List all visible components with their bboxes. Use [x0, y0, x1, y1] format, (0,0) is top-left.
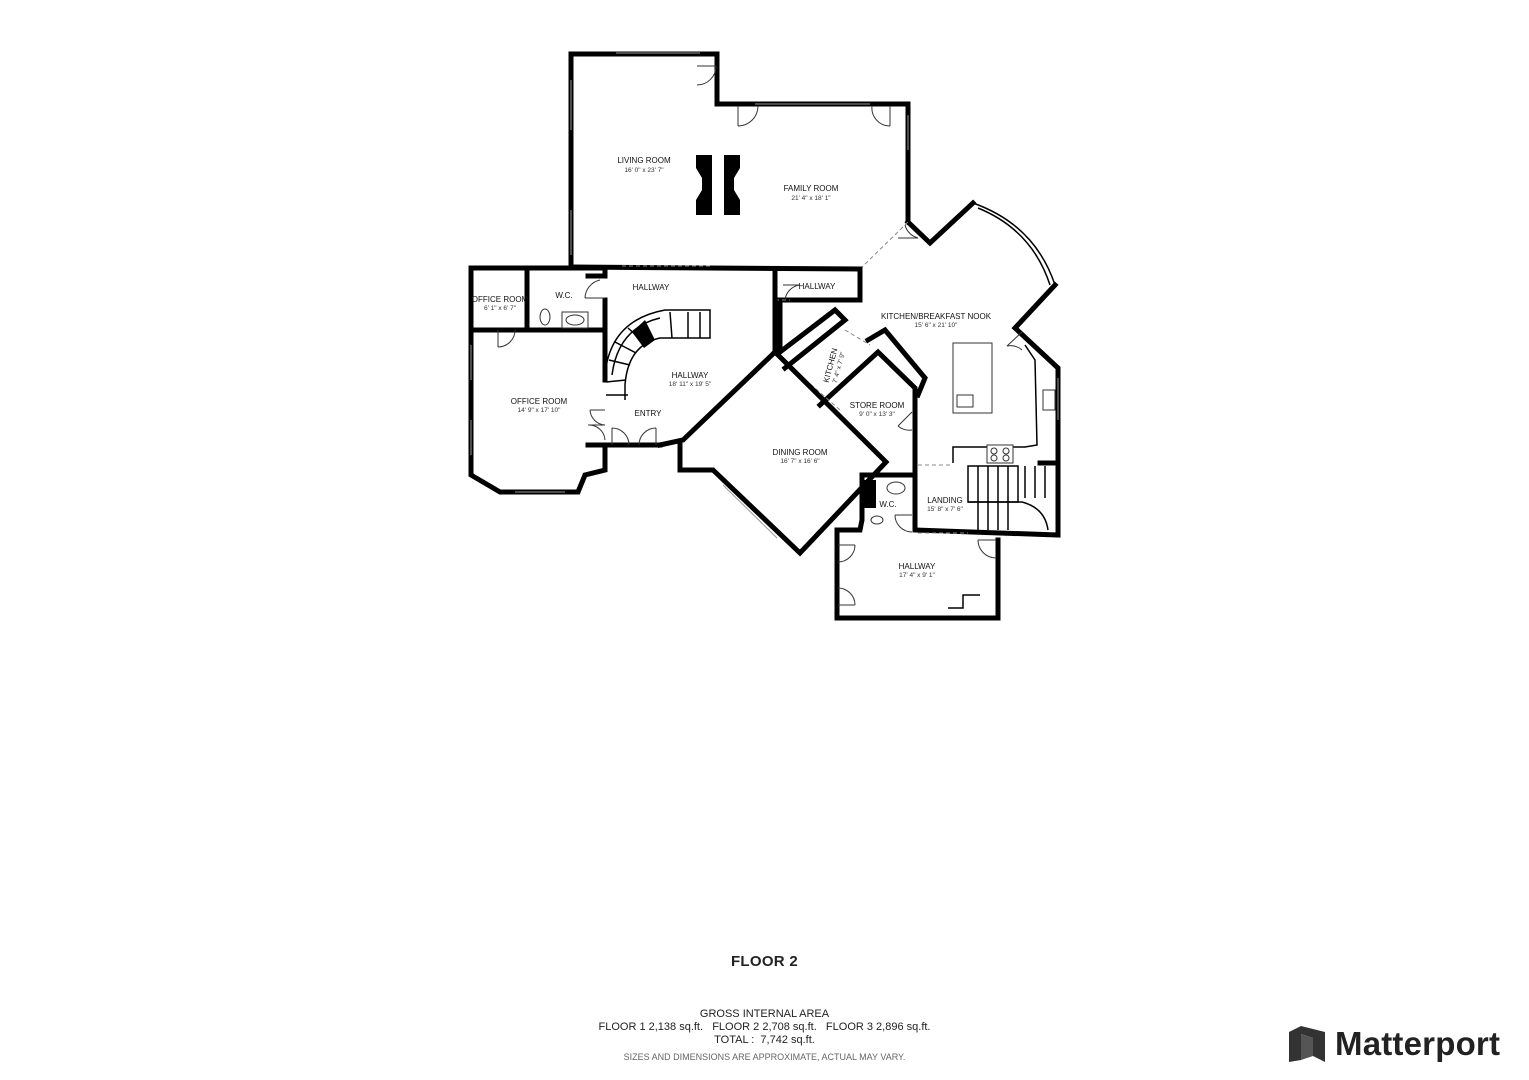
dining-room-walls: [677, 348, 890, 557]
room-label-kitchen-breakfast: KITCHEN/BREAKFAST NOOK: [881, 312, 992, 321]
room-dims-hallway-lower: 17' 4" x 9' 1": [899, 572, 935, 579]
room-dims-dining: 16' 7" x 16' 6": [780, 458, 820, 465]
room-label-office-large: OFFICE ROOM: [511, 397, 568, 406]
kitchen-label-group: KITCHEN 7' 4" x 7' 9": [822, 347, 847, 384]
room-label-family: FAMILY ROOM: [784, 184, 839, 193]
spiral-staircase-icon: [604, 309, 711, 400]
area-heading: GROSS INTERNAL AREA: [699, 1008, 830, 1020]
basin-icon: [539, 308, 551, 326]
fireplace-icon: [696, 155, 740, 215]
room-label-wc-upper: W.C.: [555, 291, 572, 300]
main-hall-walls: [604, 269, 778, 448]
cooktop-icon: [986, 444, 1014, 464]
area-disclaimer: SIZES AND DIMENSIONS ARE APPROXIMATE, AC…: [623, 1052, 906, 1062]
landing-walls: [834, 460, 1061, 621]
room-label-store: STORE ROOM: [850, 401, 905, 410]
toilet-icon-lower: [870, 481, 906, 525]
room-dims-living: 16' 0" x 23' 7": [624, 167, 664, 174]
floor-title: FLOOR 2: [730, 953, 799, 970]
room-label-hallway-upper-right: HALLWAY: [799, 282, 836, 291]
room-label-landing: LANDING: [927, 496, 963, 505]
west-wing-walls: [468, 265, 608, 495]
area-total: TOTAL : 7,742 sq.ft.: [714, 1034, 815, 1046]
brand-logo: Matterport: [1287, 1024, 1500, 1064]
room-dims-landing: 15' 8" x 7' 6": [927, 506, 963, 513]
matterport-logo-icon: [1289, 1026, 1325, 1062]
room-label-hallway-upper-left: HALLWAY: [633, 283, 670, 292]
room-dims-office-large: 14' 9" x 17' 10": [518, 407, 562, 414]
room-dims-family: 21' 4" x 18' 1": [791, 195, 831, 202]
brand-name: Matterport: [1335, 1025, 1501, 1062]
room-dims-office-small: 6' 1" x 6' 7": [484, 305, 517, 312]
room-dims-hallway-main: 18' 11" x 19' 5": [669, 381, 712, 388]
room-dims-kitchen-breakfast: 15' 6" x 21' 10": [915, 322, 959, 329]
room-label-hallway-main: HALLWAY: [672, 371, 709, 380]
room-label-dining: DINING ROOM: [772, 448, 827, 457]
room-label-hallway-lower: HALLWAY: [899, 562, 936, 571]
area-floors: FLOOR 1 2,138 sq.ft. FLOOR 2 2,708 sq.ft…: [598, 1021, 931, 1033]
room-label-wc-lower: W.C.: [879, 500, 896, 509]
room-dims-store: 9' 0" x 13' 3": [859, 411, 895, 418]
toilet-icon: [561, 311, 589, 329]
living-family-walls: [568, 51, 911, 272]
staircase-icon: [967, 465, 1049, 531]
room-label-living: LIVING ROOM: [617, 156, 671, 165]
room-label-office-small: OFFICE ROOM: [472, 295, 529, 304]
room-label-entry: ENTRY: [635, 409, 663, 418]
